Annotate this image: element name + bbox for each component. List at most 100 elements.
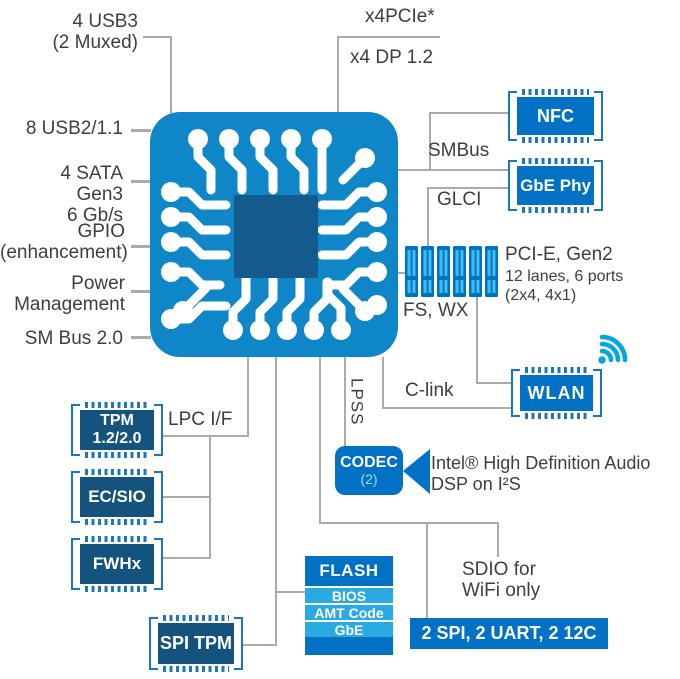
connector-power-stub (131, 290, 151, 293)
connector-lpss-v (344, 357, 346, 447)
chip-bracket (508, 160, 517, 211)
wlan-chip: WLAN (511, 367, 602, 419)
chip-pins (522, 207, 589, 213)
chip-bracket (234, 617, 243, 670)
chip-bracket (71, 538, 80, 590)
flash-row-amt: AMT Code (305, 605, 393, 621)
chip-bracket (508, 91, 517, 141)
connector-sata-stub (131, 180, 151, 183)
connector-sdio-v1 (319, 357, 321, 524)
chip-bracket (594, 160, 603, 211)
wlan-chip-label: WLAN (520, 375, 593, 411)
tpm-chip: TPM 1.2/2.0 (71, 402, 163, 458)
chip-bracket (154, 471, 163, 523)
flash-row-bios: BIOS (305, 588, 393, 604)
connector-pcie-top-v (337, 36, 339, 113)
connector-spitpm-h (242, 644, 277, 646)
spi-tpm-chip-label: SPI TPM (158, 623, 234, 664)
chip-pins (85, 536, 149, 542)
chip-pins (525, 367, 588, 373)
wifi-icon (598, 334, 628, 364)
flash-row-gbe: GbE (305, 622, 393, 638)
ec-sio-chip: EC/SIO (71, 469, 163, 525)
label-pcie-lanes: 12 lanes, 6 ports (505, 268, 624, 285)
label-usb3: 4 USB3 (2 Muxed) (52, 11, 138, 53)
gbe-phy-chip: GbE Phy (508, 158, 603, 213)
label-usb2: 8 USB2/1.1 (25, 118, 123, 139)
codec-label: CODEC (340, 453, 398, 471)
connector-usb2-stub (131, 129, 151, 132)
chip-pins (85, 402, 149, 408)
chip-bracket (71, 471, 80, 523)
connector-clink-h (382, 407, 513, 409)
nfc-chip: NFC (508, 89, 603, 143)
chip-bracket (593, 369, 602, 417)
label-fswx: FS, WX (403, 300, 469, 321)
connector-lpc-v (247, 357, 249, 437)
connector-gpio-stub (131, 245, 151, 248)
nfc-chip-label: NFC (517, 97, 594, 135)
flash-box: FLASH BIOS AMT Code GbE (305, 556, 393, 655)
chip-pins (85, 586, 149, 592)
connector-wlan-v (476, 297, 478, 384)
gbe-phy-chip-label: GbE Phy (517, 166, 594, 205)
connector-pcie-top-h (337, 36, 440, 38)
connector-smbus2-stub (131, 336, 151, 339)
connector-fwhx-h (163, 557, 211, 559)
label-gpio: GPIO (enhancement) (0, 221, 128, 263)
connector-nfc-h (429, 112, 508, 114)
chip-pins (85, 452, 149, 458)
chip-pins (522, 89, 589, 95)
connector-iobox-v (426, 522, 428, 618)
label-pcie-gen2: PCI-E, Gen2 (505, 244, 613, 265)
connector-usb3-h (143, 36, 172, 38)
chip-pins (522, 158, 589, 164)
codec-count: (2) (360, 470, 378, 487)
connector-lpc-h (163, 435, 249, 437)
soc-chip-icon (150, 112, 398, 357)
connector-flash-h (275, 591, 305, 593)
chip-bracket (149, 617, 158, 670)
connector-glci-v (427, 187, 429, 247)
label-lpss: LPSS (347, 378, 367, 426)
spi-tpm-chip: SPI TPM (149, 615, 243, 672)
label-pcie-ports: (2x4, 4x1) (505, 287, 577, 304)
connector-glci-h (427, 187, 508, 189)
connector-smbus-h (398, 169, 508, 171)
label-sdio: SDIO for WiFi only (462, 559, 541, 601)
fwhx-chip: FWHx (71, 536, 163, 592)
connector-clink-v (382, 357, 384, 409)
chip-pins (163, 666, 229, 672)
connector-wlan-h (476, 382, 513, 384)
fwhx-chip-label: FWHx (80, 544, 154, 584)
connector-spi-v (275, 357, 277, 646)
ec-sio-chip-label: EC/SIO (80, 477, 154, 517)
chip-pins (525, 413, 588, 419)
chip-bracket (594, 91, 603, 141)
chip-bracket (71, 404, 80, 456)
chip-pins (85, 469, 149, 475)
tpm-chip-label: TPM 1.2/2.0 (80, 410, 154, 450)
label-dp: x4 DP 1.2 (350, 47, 434, 68)
label-power: Power Management (14, 273, 125, 315)
label-clink: C-link (405, 380, 454, 401)
label-hd-audio: Intel® High Definition Audio DSP on I²S (431, 453, 651, 494)
connector-usb3-v (170, 36, 172, 113)
chip-pins (522, 137, 589, 143)
connector-sdio-h (319, 522, 499, 524)
label-smbus: SMBus (428, 140, 490, 161)
connector-nfc-v (429, 112, 431, 171)
chip-bracket (154, 538, 163, 590)
chip-bracket (154, 404, 163, 456)
codec-speaker-icon (403, 449, 430, 494)
flash-title: FLASH (319, 561, 379, 580)
connector-sdio-v2 (497, 522, 499, 557)
chip-bracket (511, 369, 520, 417)
label-sata: 4 SATA Gen3 6 Gb/s (60, 163, 123, 226)
connector-pcie-stub (398, 272, 405, 274)
io-box: 2 SPI, 2 UART, 2 12C (410, 618, 608, 649)
connector-ecsio-h (163, 496, 211, 498)
label-lpc-if: LPC I/F (168, 409, 233, 430)
codec-box: CODEC (2) (335, 446, 403, 495)
